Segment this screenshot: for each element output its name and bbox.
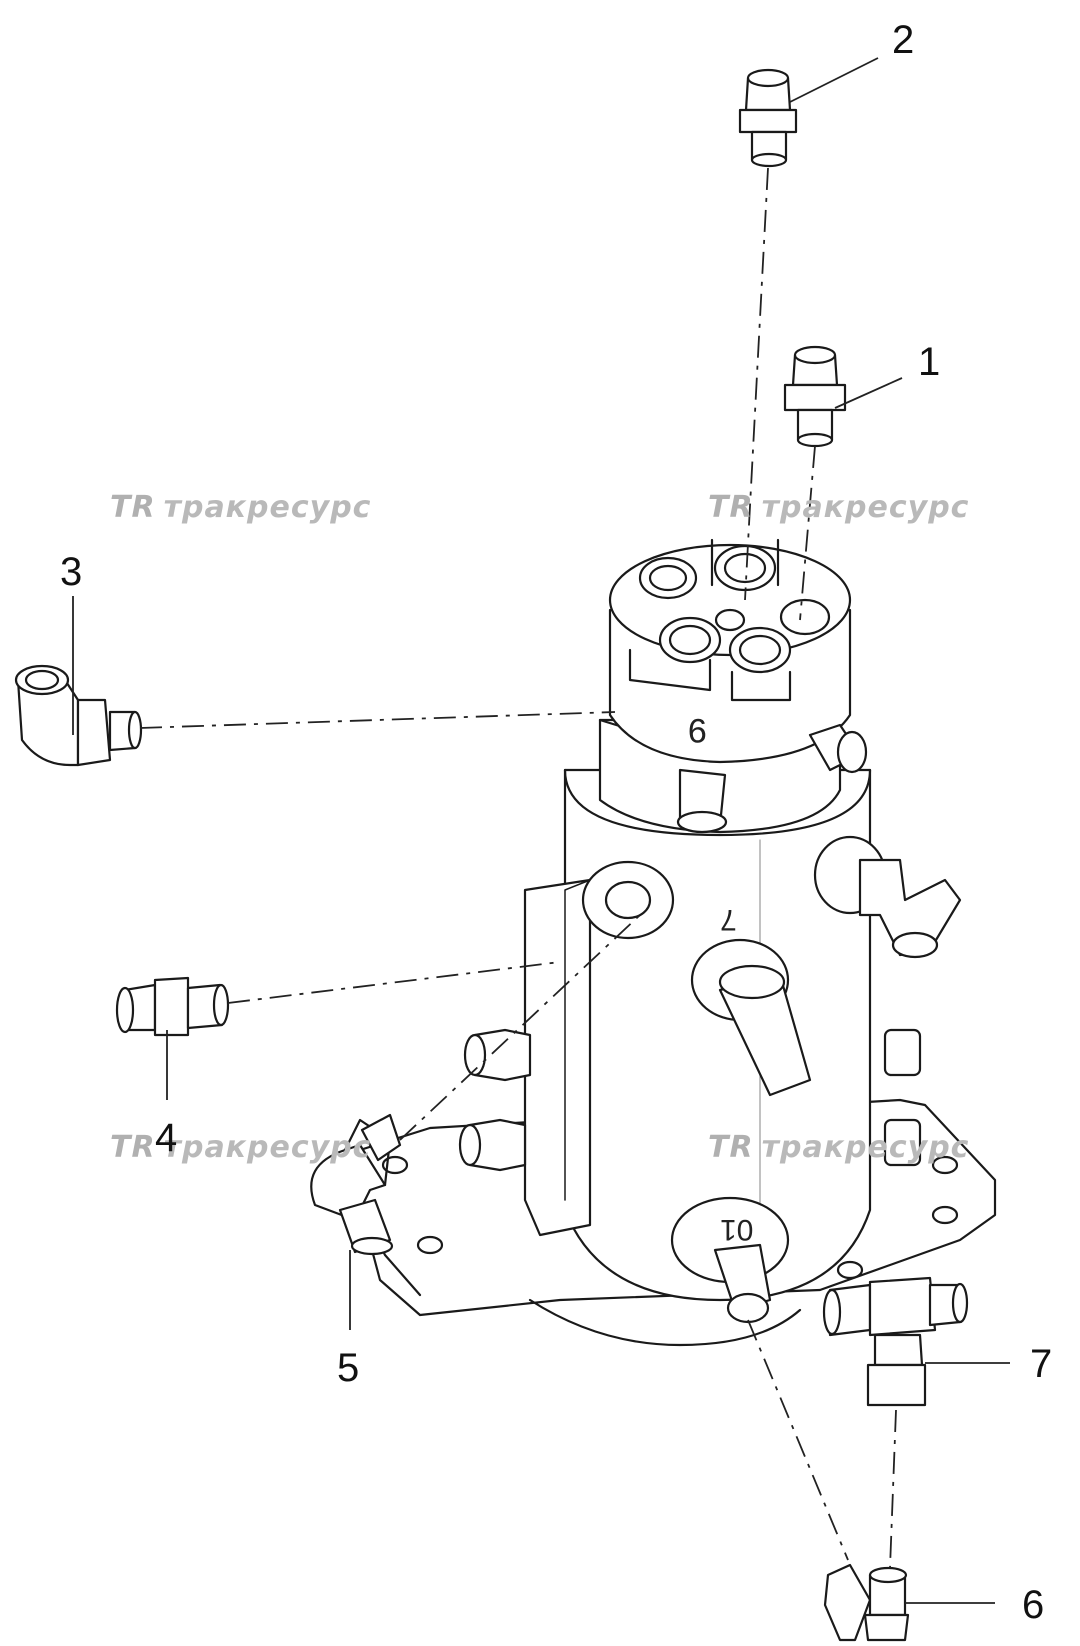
callout-6: 6 [1022,1583,1045,1627]
axis-part-6b [889,1409,897,1569]
callout-2: 2 [892,18,915,62]
part-5-elbow [310,1113,402,1256]
callout-4: 4 [155,1116,178,1160]
port-boss [604,880,652,920]
right-plug [883,1028,922,1077]
housing-elbow-right [858,858,962,959]
right-plug [883,1118,922,1167]
part-7-tee [822,1276,969,1407]
watermark-logo: TR [110,490,156,525]
part-1-adapter [783,345,847,448]
watermark-text: тракресурс [163,490,372,525]
part-4-union [115,976,230,1037]
part-6-elbow [823,1563,910,1642]
part-3-elbow [14,664,143,767]
bottom-center-fitting [713,1243,772,1324]
axis-part-1 [799,445,816,621]
callout-5: 5 [337,1346,360,1390]
leader-2 [789,57,879,103]
axis-part-5 [399,914,641,1141]
watermark-text: тракресурс [163,1130,372,1165]
watermark-text: тракресурс [761,490,970,525]
watermark-logo: TR [708,490,754,525]
housing-left-fittings [458,1028,532,1172]
watermark-logo: TR [110,1130,156,1165]
upper-rotor [598,543,852,834]
axis-part-6a [747,1319,849,1561]
axis-part-4 [227,961,561,1004]
leader-1 [834,377,903,409]
top-ports [628,538,831,702]
rotor-side-fittings [676,723,868,834]
watermark-logo: TR [708,1130,754,1165]
callout-7: 7 [1030,1342,1053,1386]
engraved-mark: 7 [720,903,737,936]
watermark-text: тракресурс [761,1130,970,1165]
housing-front-fitting [718,964,812,1097]
callout-1: 1 [918,340,941,384]
engraved-mark: 9 [688,711,707,749]
callout-3: 3 [60,550,83,594]
axis-part-3 [139,711,616,729]
engraved-mark: 01 [720,1213,754,1246]
axis-part-2 [744,167,769,601]
part-2-adapter [738,68,798,168]
